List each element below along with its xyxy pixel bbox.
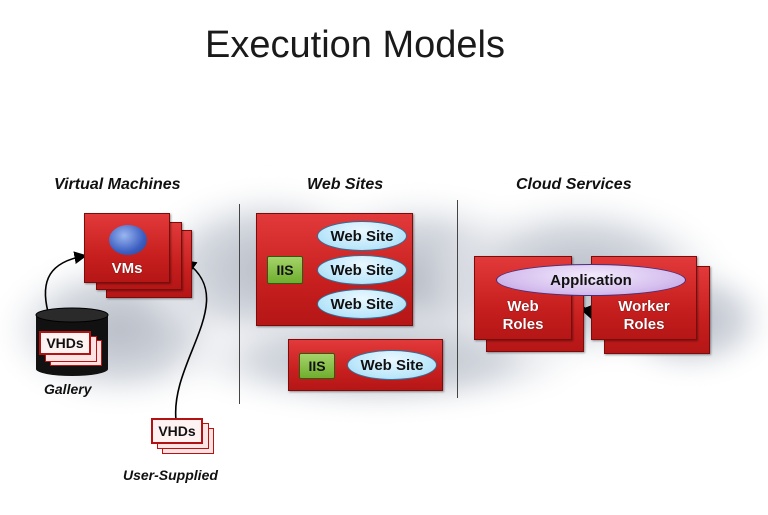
web-sites-host-box[interactable]: IIS Web Site Web Site Web Site bbox=[256, 213, 413, 326]
web-roles-label-line2: Roles bbox=[502, 316, 544, 333]
section-label-web-sites: Web Sites bbox=[307, 176, 384, 193]
web-roles-label-line1: Web bbox=[507, 298, 539, 315]
section-label-virtual-machines: Virtual Machines bbox=[54, 176, 181, 193]
application-oval[interactable]: Application bbox=[496, 264, 686, 296]
worker-roles-label-line1: Worker bbox=[618, 298, 670, 315]
gallery-arrow bbox=[44, 251, 88, 313]
gallery-label: Gallery bbox=[44, 381, 92, 397]
iis-badge-2: IIS bbox=[299, 353, 335, 379]
user-supplied-label: User-Supplied bbox=[123, 467, 218, 483]
web-site-oval-1[interactable]: Web Site bbox=[317, 221, 407, 251]
vm-box[interactable]: VMs bbox=[84, 213, 170, 283]
vm-label: VMs bbox=[111, 260, 143, 277]
iis-badge-1: IIS bbox=[267, 256, 303, 284]
worker-roles-label-line2: Roles bbox=[623, 316, 665, 333]
page-title: Execution Models bbox=[205, 24, 505, 66]
web-site-oval-single[interactable]: Web Site bbox=[347, 350, 437, 380]
user-supplied-arrow bbox=[174, 260, 208, 421]
web-site-oval-3[interactable]: Web Site bbox=[317, 289, 407, 319]
vm-globe-icon bbox=[109, 225, 147, 255]
divider-right bbox=[457, 200, 458, 398]
web-site-oval-2[interactable]: Web Site bbox=[317, 255, 407, 285]
user-vhd[interactable]: VHDs bbox=[151, 418, 203, 444]
gallery-vhd[interactable]: VHDs bbox=[39, 331, 91, 355]
web-site-single-box[interactable]: IIS Web Site bbox=[288, 339, 443, 391]
divider-left bbox=[239, 204, 240, 404]
section-label-cloud-services: Cloud Services bbox=[516, 176, 632, 193]
